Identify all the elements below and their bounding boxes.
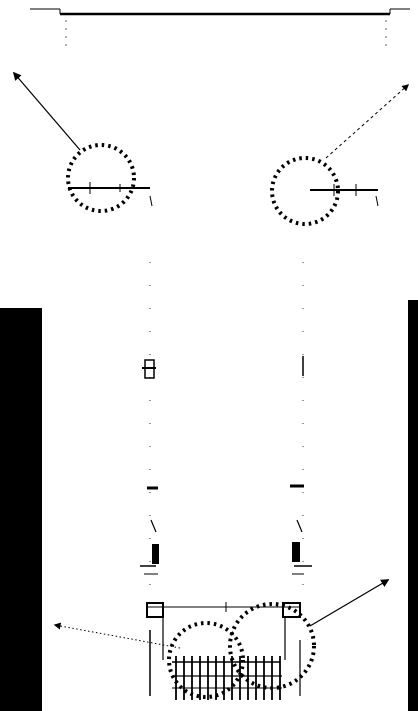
upper-left-callout-arrow <box>12 71 81 151</box>
lower-left-callout-arrow <box>53 622 181 649</box>
upper-left-detail <box>68 182 153 207</box>
upper-right-detail <box>310 184 379 207</box>
left-column <box>140 262 159 600</box>
lower-right-callout-arrow <box>309 579 390 627</box>
bottom-assembly <box>146 602 301 700</box>
upper-left-callout-circle <box>66 143 136 213</box>
upper-right-callout-circle <box>270 156 340 226</box>
top-beam <box>30 8 410 52</box>
left-side-bar <box>0 308 42 711</box>
upper-right-callout-arrow <box>325 84 410 159</box>
right-column <box>290 262 312 600</box>
right-side-bar <box>408 300 418 711</box>
lower-left-callout-circle <box>167 621 245 699</box>
lower-right-callout-circle <box>228 602 316 690</box>
